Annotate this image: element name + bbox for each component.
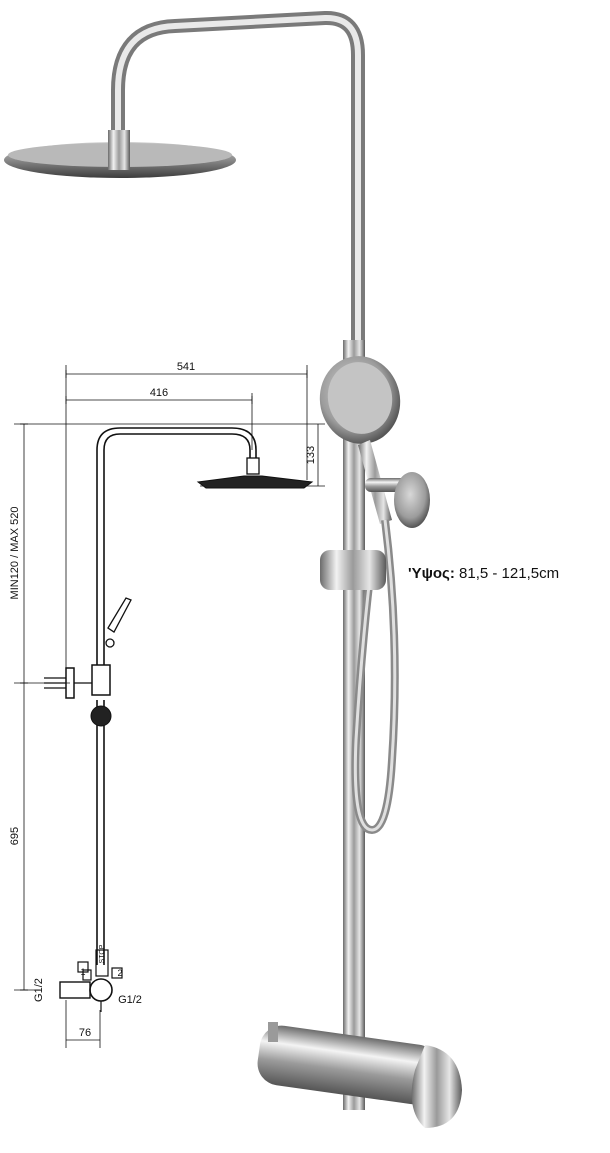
caption-label: 'Υψος:: [408, 565, 455, 582]
thermostatic-mixer: [257, 1022, 462, 1128]
marker-1-label: 1: [80, 967, 85, 977]
slider-holder: [320, 550, 386, 590]
dim-76-label: 76: [79, 1027, 91, 1039]
marker-2-label: 2: [117, 968, 122, 978]
caption-value: 81,5 - 121,5cm: [459, 565, 560, 582]
dim-541-label: 541: [177, 361, 195, 373]
shower-column-photo: [4, 11, 462, 1128]
dim-min-max-label: MIN120 / MAX 520: [9, 507, 21, 600]
height-caption: 'Υψος: 81,5 - 121,5cm: [408, 565, 559, 582]
dim-133-label: 133: [305, 446, 317, 464]
technical-drawing: [14, 365, 325, 1048]
stop-label: STOP: [99, 944, 106, 963]
dim-695-label: 695: [9, 827, 21, 845]
hand-shower: [319, 356, 401, 524]
inlet-left-label: G1/2: [33, 978, 45, 1002]
inlet-right-label: G1/2: [118, 994, 142, 1006]
dim-416-label: 416: [150, 387, 168, 399]
